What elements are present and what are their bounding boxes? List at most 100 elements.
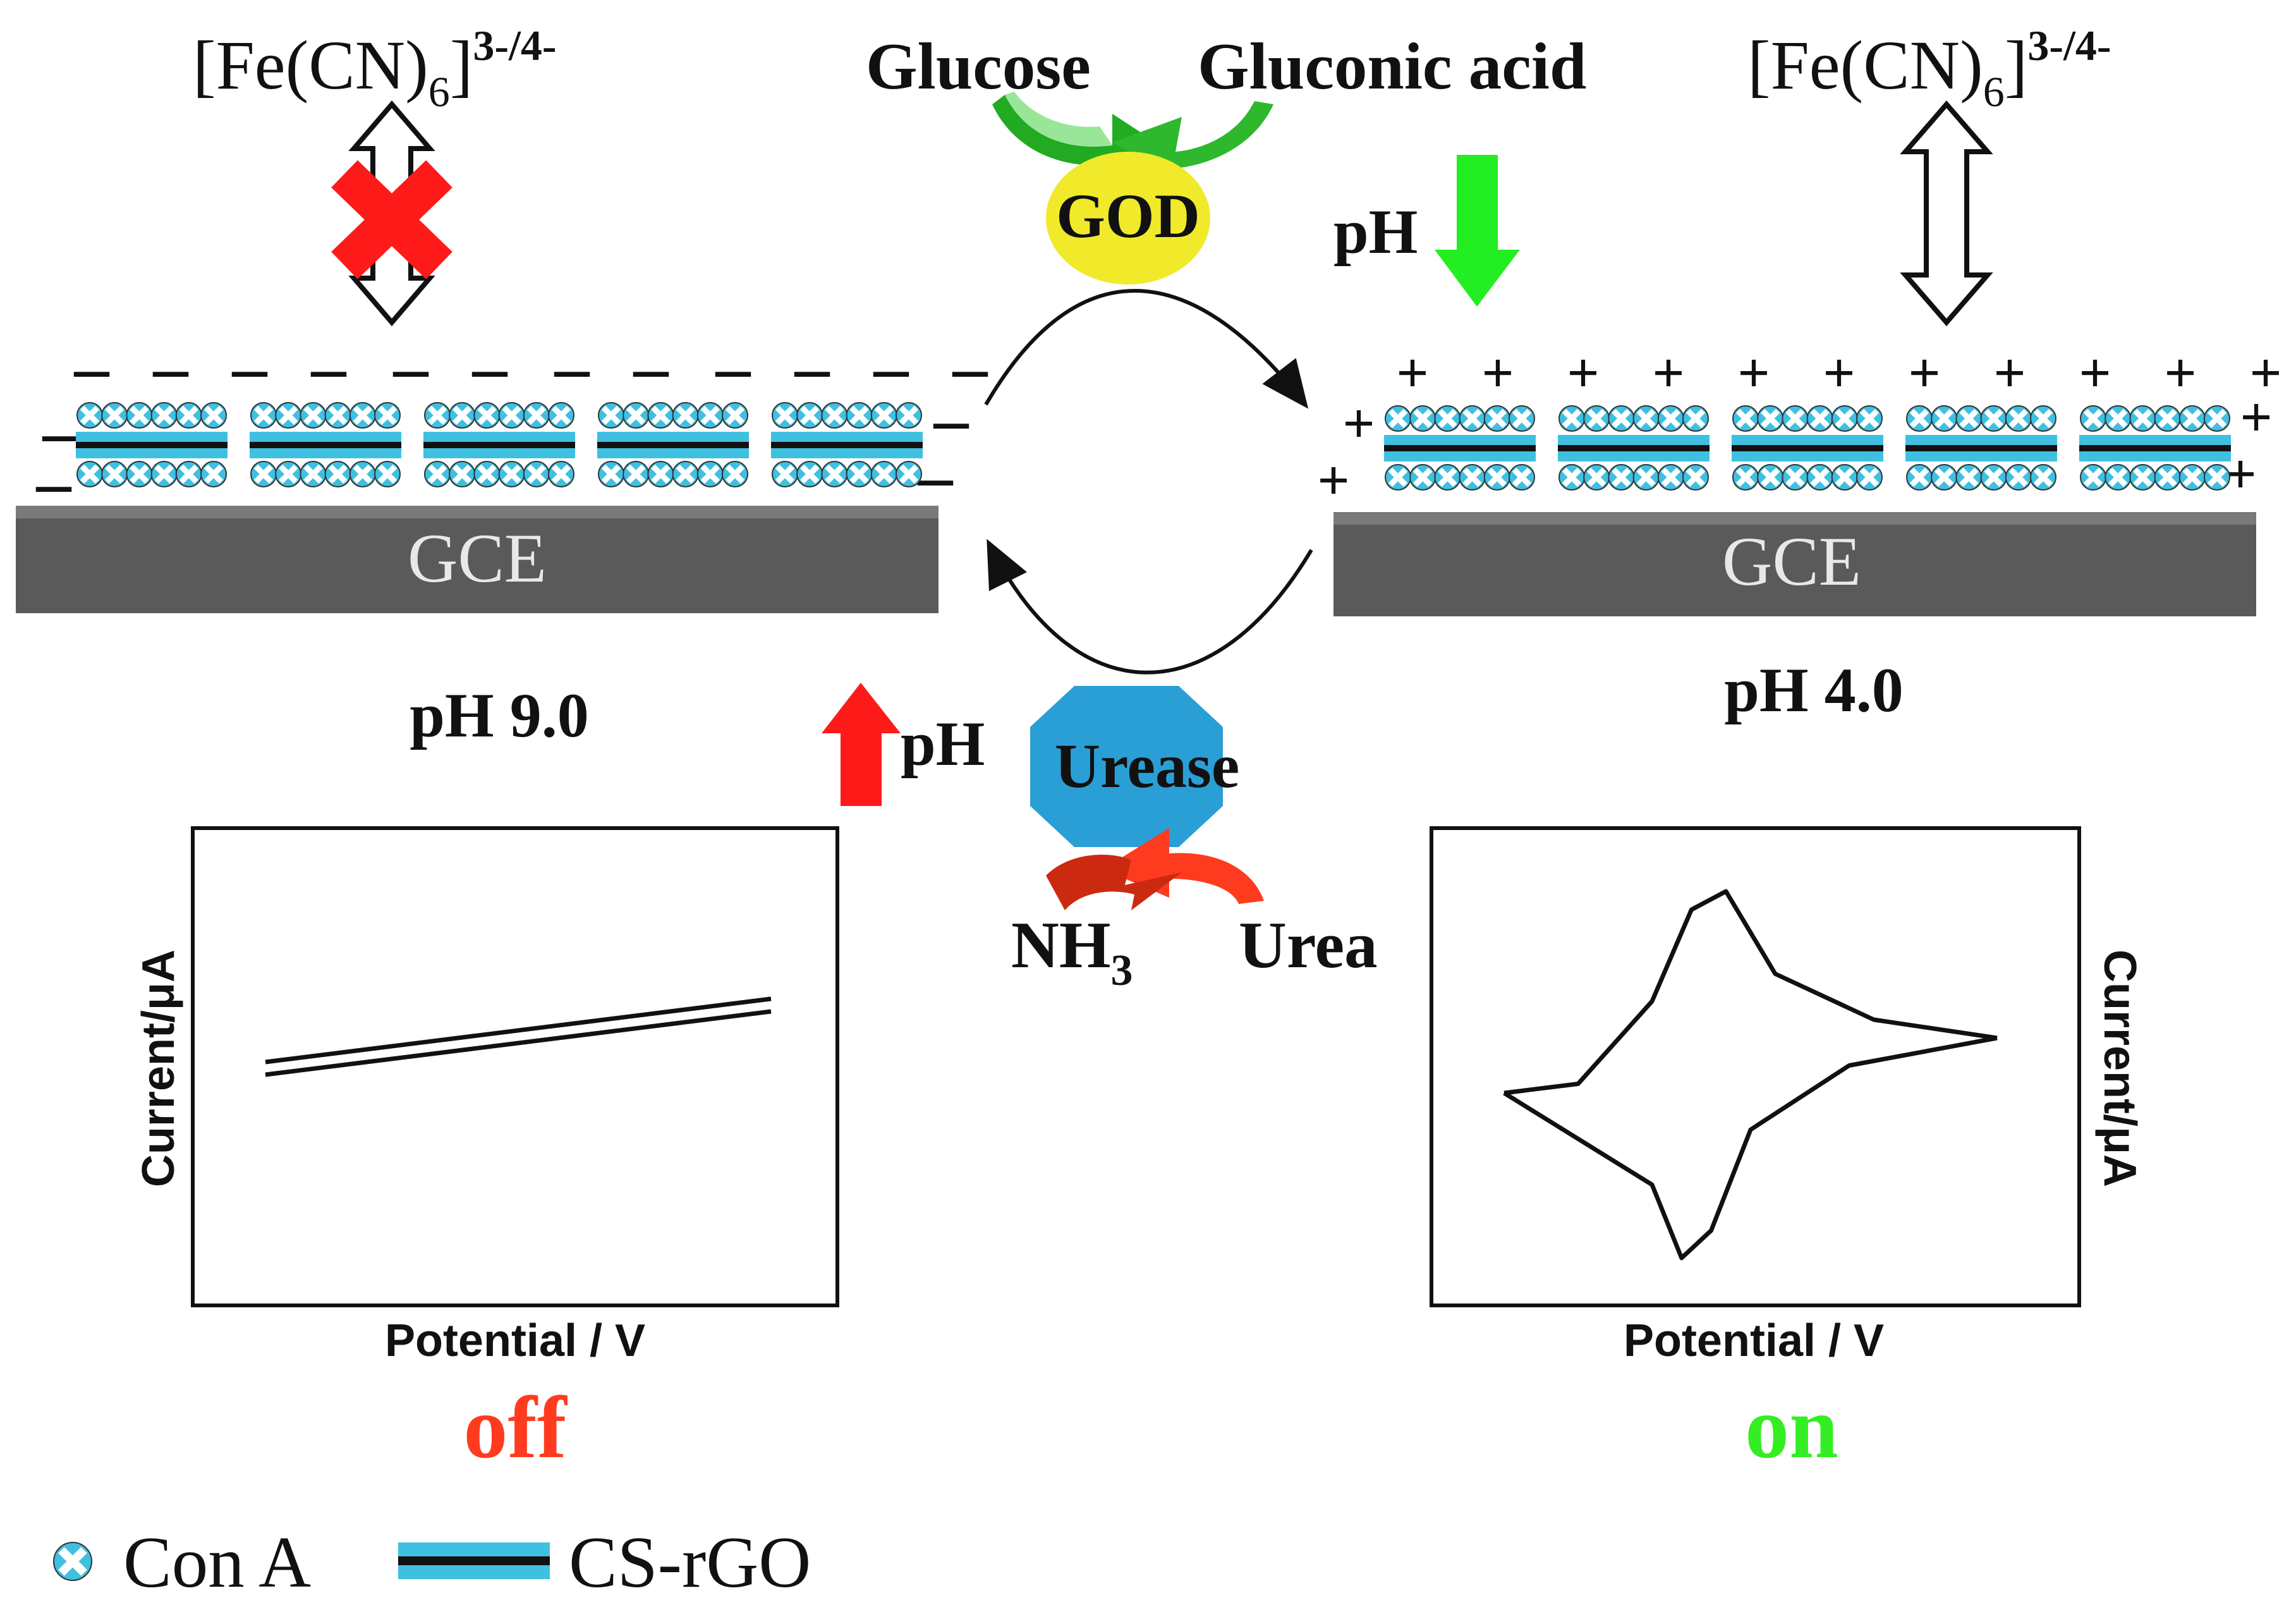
negative-charge: – (153, 329, 189, 406)
cv-plot-off-ylabel: Current/μA (133, 949, 184, 1187)
ph-state-left: pH 9.0 (410, 680, 588, 750)
positive-charge: + (1652, 342, 1684, 405)
con-a-icon (523, 461, 550, 487)
con-a-icon (623, 402, 650, 429)
urea-label: Urea (1239, 908, 1378, 982)
con-a-icon (250, 402, 277, 429)
cv-trace-1 (265, 996, 772, 1065)
ferricyanide-label-right: [Fe(CN)6]3-/4- (1747, 21, 2111, 116)
con-a-icon (2129, 405, 2156, 432)
positive-charge: + (1567, 342, 1599, 405)
positive-charge: + (2164, 342, 2196, 405)
con-a-icon (449, 402, 476, 429)
con-a-icon (623, 461, 650, 487)
con-a-icon (1459, 464, 1486, 491)
con-a-icon (349, 402, 376, 429)
gce-label-left: GCE (408, 520, 547, 597)
con-a-icon (523, 402, 550, 429)
negative-charge: – (794, 329, 830, 406)
con-a-icon (2204, 405, 2230, 432)
nh3-label: NH3 (1011, 908, 1133, 995)
con-a-icon (424, 402, 451, 429)
con-a-icon (1509, 405, 1535, 432)
negative-charge: – (393, 329, 429, 406)
con-a-icon (200, 461, 227, 487)
negative-charge: – (933, 381, 969, 458)
con-a-icon (870, 402, 897, 429)
con-a-icon (2178, 405, 2206, 432)
con-a-icon (1434, 405, 1461, 432)
cv-plot-on-frame (1430, 826, 2081, 1307)
con-a-icon (796, 461, 823, 487)
god-label: GOD (1056, 181, 1200, 251)
con-a-icon (1632, 464, 1660, 491)
con-a-icon (1682, 464, 1709, 491)
con-a-icon (449, 461, 476, 487)
con-a-icon (2154, 464, 2181, 491)
con-a-icon (696, 461, 724, 487)
negative-charge: – (952, 329, 988, 406)
con-a-icon (672, 461, 699, 487)
con-a-icon (1385, 464, 1411, 491)
con-a-icon (1583, 405, 1610, 432)
con-a-icon (870, 461, 897, 487)
cv-plot-off (265, 996, 772, 1077)
ph-increase-label: pH (901, 709, 985, 779)
con-a-icon (772, 461, 798, 487)
positive-charge: + (1993, 342, 2026, 405)
con-a-icon (772, 402, 798, 429)
con-a-icon (2204, 464, 2230, 491)
gce-electrode-right (1333, 512, 2256, 616)
con-a-icon (1782, 405, 1809, 432)
con-a-icon (548, 402, 574, 429)
con-a-icon (1831, 464, 1858, 491)
con-a-icon (2129, 464, 2156, 491)
cv-plot-on-xlabel: Potential / V (1624, 1316, 1884, 1366)
con-a-icon (1509, 464, 1535, 491)
con-a-icon (2030, 464, 2056, 491)
con-a-icon (53, 1542, 92, 1581)
con-a-icon (2178, 464, 2206, 491)
cv-plot-off-xlabel: Potential / V (385, 1316, 645, 1366)
positive-charge: + (1823, 342, 1855, 405)
legend-csrgo-label: CS-rGO (569, 1522, 811, 1603)
glucose-label: Glucose (866, 29, 1091, 103)
con-a-icon (76, 461, 103, 487)
con-a-icon (2105, 464, 2132, 491)
negative-charge: – (715, 329, 751, 406)
con-a-csrgo-layers-right (1384, 405, 2231, 491)
con-a-icon (1931, 405, 1958, 432)
con-a-icon (498, 461, 525, 487)
negative-charge: – (918, 437, 954, 515)
con-a-icon (275, 461, 302, 487)
con-a-icon (1732, 405, 1759, 432)
con-a-icon (300, 402, 327, 429)
ph-state-right: pH 4.0 (1724, 655, 1903, 725)
con-a-icon (548, 461, 574, 487)
con-a-icon (1608, 464, 1635, 491)
ph-decrease-arrow (1435, 155, 1520, 307)
con-a-icon (598, 461, 624, 487)
con-a-icon (1682, 405, 1709, 432)
con-a-icon (821, 402, 848, 429)
legend-cona-label: Con A (123, 1522, 311, 1603)
con-a-icon (1806, 464, 1833, 491)
positive-charge: + (2079, 342, 2111, 405)
cv-plot-off-frame (191, 826, 839, 1307)
con-a-icon (647, 461, 674, 487)
con-a-icon (1757, 464, 1784, 491)
negative-charge: – (633, 329, 669, 406)
urease-enzyme (1030, 686, 1223, 847)
con-a-icon (846, 402, 873, 429)
positive-charge: + (2249, 342, 2281, 405)
gce-label-right: GCE (1722, 523, 1861, 600)
con-a-icon (1732, 464, 1759, 491)
con-a-csrgo-layers-left (76, 402, 923, 487)
con-a-icon (1906, 405, 1933, 432)
cv-trace-0 (265, 1009, 772, 1077)
con-a-icon (300, 461, 327, 487)
god-enzyme (1046, 152, 1210, 284)
gce-electrode-left (16, 506, 938, 613)
on-state-label: on (1745, 1379, 1838, 1477)
con-a-icon (846, 461, 873, 487)
